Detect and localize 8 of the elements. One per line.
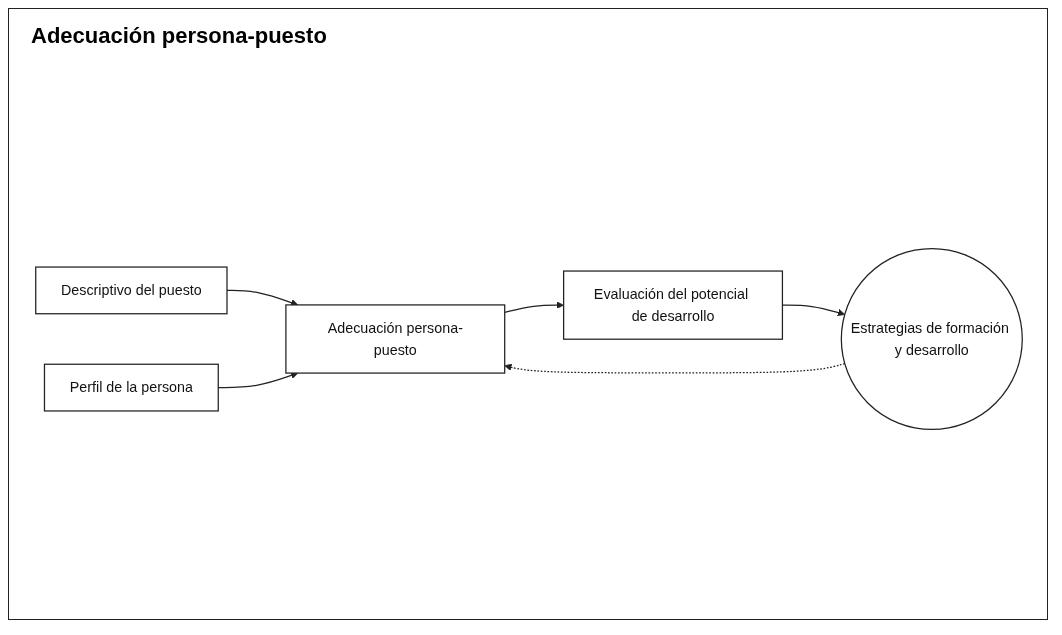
- node-box: [563, 270, 784, 340]
- node-circle: [840, 247, 1023, 431]
- diagram-frame: Adecuación persona-puesto Descriptivo del puesto Perfil de la persona Adecuación persona-puesto Evaluación del potencial de desarrollo Estrategias de formación y desarrollo: [8, 8, 1048, 620]
- node-box: [285, 304, 506, 374]
- node-box: [43, 363, 219, 412]
- diagram-title: Adecuación persona-puesto: [31, 23, 327, 49]
- arrow: [504, 301, 564, 313]
- node-box: [35, 266, 228, 315]
